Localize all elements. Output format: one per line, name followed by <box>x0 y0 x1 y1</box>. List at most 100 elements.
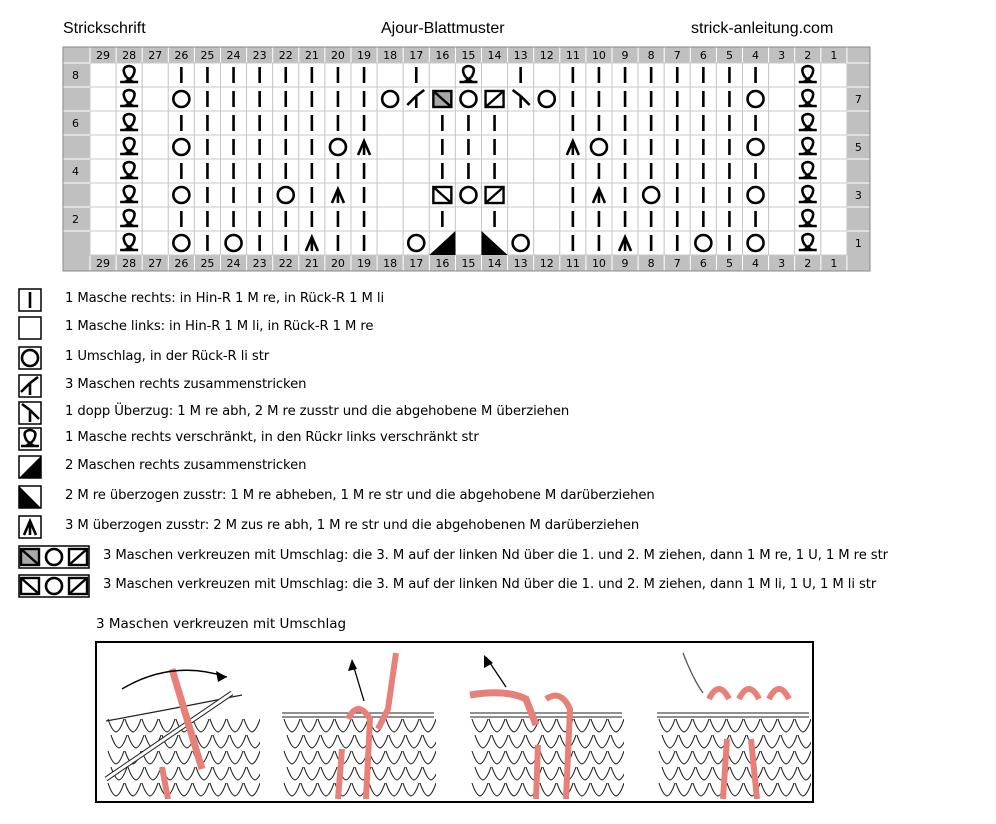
chart-cell <box>507 134 535 160</box>
chart-cell <box>820 62 848 88</box>
column-number-bottom: 2 <box>804 257 811 270</box>
stitch-symbol <box>591 185 607 204</box>
legend-text: 3 M überzogen zusstr: 2 M zus re abh, 1 … <box>65 518 640 533</box>
column-number-top: 16 <box>435 49 449 62</box>
column-number-bottom: 20 <box>331 257 345 270</box>
chart-cell <box>768 134 796 160</box>
chart-cell <box>768 182 796 208</box>
stitch-symbol <box>432 89 453 109</box>
chart-cell <box>768 206 796 232</box>
chart-cell <box>141 206 169 232</box>
stitch-symbol <box>537 89 557 109</box>
column-number-top: 27 <box>148 49 162 62</box>
column-number-bottom: 25 <box>200 257 214 270</box>
row-number-right: 7 <box>855 93 862 106</box>
legend-symbol-icon <box>18 545 90 569</box>
row-number-right: 5 <box>855 141 862 154</box>
stitch-symbol <box>172 233 191 253</box>
legend-symbol-icon <box>18 316 42 340</box>
row-number-left: 4 <box>72 165 79 178</box>
chart-cell <box>141 110 169 136</box>
chart-cell <box>533 110 561 136</box>
legend-symbol-icon <box>18 455 42 479</box>
legend-text: 1 Umschlag, in der Rück-R li str <box>65 349 270 364</box>
column-number-top: 12 <box>540 49 554 62</box>
chart-cell <box>533 230 561 256</box>
chart-cell <box>89 230 117 256</box>
chart-cell <box>402 134 430 160</box>
chart-cell <box>402 110 430 136</box>
chart-cell <box>820 206 848 232</box>
chart-cell <box>141 134 169 160</box>
stitch-symbol <box>798 232 817 252</box>
chart-type-label: Strickschrift <box>63 20 146 37</box>
column-number-top: 22 <box>279 49 293 62</box>
column-number-top: 4 <box>752 49 759 62</box>
stitch-symbol <box>798 88 817 108</box>
stitch-symbol <box>746 137 765 157</box>
stitch-symbol <box>276 185 296 205</box>
illustration-box <box>95 641 814 803</box>
chart-cell <box>454 230 482 256</box>
column-number-top: 7 <box>674 49 681 62</box>
legend-symbol-icon <box>18 574 90 598</box>
row-number-left: 8 <box>72 69 79 82</box>
legend-symbol-icon <box>18 427 42 451</box>
stitch-symbol <box>356 137 372 156</box>
legend-text: 3 Maschen verkreuzen mit Umschlag: die 3… <box>103 548 888 563</box>
stitch-symbol <box>406 233 426 253</box>
column-number-bottom: 16 <box>435 257 449 270</box>
column-number-top: 15 <box>461 49 475 62</box>
column-number-bottom: 7 <box>674 257 681 270</box>
stitch-symbol <box>481 231 508 255</box>
column-number-top: 17 <box>409 49 423 62</box>
chart-cell <box>89 86 117 112</box>
chart-cell <box>141 158 169 184</box>
stitch-symbol <box>330 185 346 204</box>
stitch-symbol <box>798 64 817 84</box>
legend-text: 1 Masche links: in Hin-R 1 M li, in Rück… <box>65 319 374 334</box>
stitch-symbol <box>172 89 191 109</box>
column-number-top: 11 <box>566 49 580 62</box>
chart-cell <box>820 86 848 112</box>
chart-cell <box>533 158 561 184</box>
chart-cell <box>141 86 169 112</box>
illustration-step-4 <box>653 649 811 799</box>
stitch-symbol <box>617 233 633 252</box>
chart-cell <box>533 62 561 88</box>
chart-cell <box>820 110 848 136</box>
stitch-symbol <box>641 185 661 205</box>
chart-cell <box>507 182 535 208</box>
chart-cell <box>376 182 404 208</box>
chart-cell <box>820 158 848 184</box>
chart-cell <box>141 230 169 256</box>
legend-symbol-icon <box>18 288 42 312</box>
chart-cell <box>376 134 404 160</box>
column-number-top: 18 <box>383 49 397 62</box>
chart-cell <box>89 110 117 136</box>
column-number-top: 10 <box>592 49 606 62</box>
chart-cell <box>507 110 535 136</box>
chart-cell <box>402 206 430 232</box>
stitch-symbol <box>459 64 478 84</box>
stitch-symbol <box>694 233 713 253</box>
stitch-symbol <box>746 185 765 205</box>
stitch-symbol <box>172 185 191 205</box>
column-number-top: 13 <box>514 49 528 62</box>
column-number-top: 29 <box>96 49 110 62</box>
knitting-chart: 2929282827272626252524242323222221212020… <box>62 46 871 272</box>
stitch-symbol <box>120 136 139 156</box>
chart-cell <box>89 158 117 184</box>
chart-cell <box>820 230 848 256</box>
stitch-symbol <box>380 89 400 109</box>
column-number-bottom: 22 <box>279 257 293 270</box>
column-number-bottom: 14 <box>488 257 502 270</box>
stitch-symbol <box>589 137 609 157</box>
chart-cell <box>376 206 404 232</box>
column-number-bottom: 3 <box>778 257 785 270</box>
chart-cell <box>820 134 848 160</box>
chart-cell <box>89 62 117 88</box>
stitch-symbol <box>565 137 581 156</box>
chart-cell <box>533 134 561 160</box>
column-number-bottom: 29 <box>96 257 110 270</box>
